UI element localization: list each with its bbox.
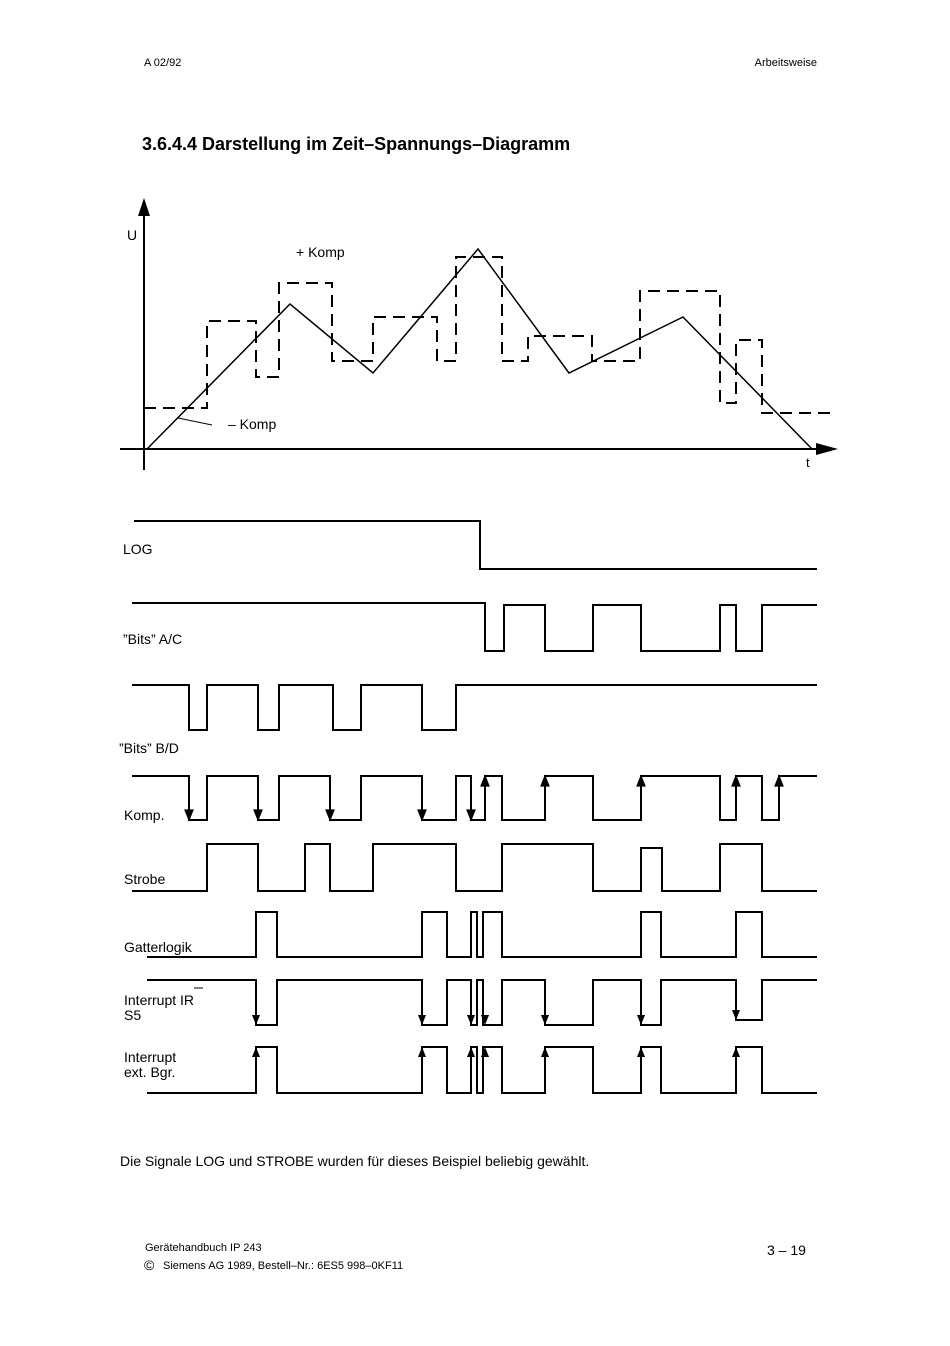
footnote-text: Die Signale LOG und STROBE wurden für di… (120, 1153, 590, 1169)
int-ext-arrow-up (252, 1047, 260, 1057)
int-ext-arrow-up (541, 1047, 549, 1057)
komp-arrow-up (774, 774, 784, 787)
komp-arrow-down (253, 809, 263, 822)
gatter-label: Gatterlogik (124, 939, 192, 955)
int-ir-waveform (147, 979, 817, 1026)
int-ir-arrow-down (481, 1015, 489, 1025)
int-ir-label: Interrupt IR (124, 992, 195, 1008)
header-right: Arbeitsweise (754, 57, 817, 69)
komp-arrow-down (417, 809, 427, 822)
comparator-staircase (144, 256, 832, 414)
komp-label: Komp. (124, 807, 165, 823)
int-ext-arrow-up (467, 1047, 475, 1057)
int-ir-arrow-down (467, 1015, 475, 1025)
page-number: 3 – 19 (767, 1242, 806, 1258)
komp-arrow-up (480, 774, 490, 787)
int-ext-label-bgr: ext. Bgr. (124, 1064, 176, 1080)
int-ir-label-s5: S5 (124, 1007, 142, 1023)
int-ext-arrow-up (637, 1047, 645, 1057)
copyright-symbol: © (144, 1257, 155, 1273)
int-ir-arrow-down (732, 1010, 740, 1020)
log-waveform (134, 520, 817, 570)
komp-arrow-down (466, 809, 476, 822)
strobe-label: Strobe (124, 871, 166, 887)
bits-bd-label: ”Bits” B/D (119, 740, 179, 756)
axis-t-label: t (806, 455, 810, 470)
int-ir-arrow-down (637, 1015, 645, 1025)
header-left: A 02/92 (144, 57, 182, 69)
bits-ac-label: ”Bits” A/C (123, 631, 183, 647)
komp-arrow-down (325, 809, 335, 822)
minus-komp-label: – Komp (228, 416, 277, 432)
komp-arrow-down (184, 809, 194, 822)
komp-arrow-up (540, 774, 550, 787)
komp-arrow-up (636, 774, 646, 787)
analog-signal (146, 247, 813, 450)
gatter-waveform (147, 911, 817, 958)
int-ext-waveform (147, 1046, 817, 1094)
x-axis-arrow (816, 443, 838, 455)
int-ext-arrow-up (732, 1047, 740, 1057)
int-ext-label: Interrupt (124, 1049, 177, 1065)
komp-waveform (132, 775, 817, 821)
bits-bd-waveform (132, 684, 817, 731)
int-ext-arrow-up (481, 1047, 489, 1057)
int-ir-arrow-down (252, 1015, 260, 1025)
axis-u-label: U (127, 227, 138, 243)
plus-komp-label: + Komp (296, 244, 345, 260)
int-ext-arrow-up (418, 1047, 426, 1057)
footer-manual-title: Gerätehandbuch IP 243 (145, 1242, 262, 1254)
strobe-waveform (132, 843, 817, 892)
section-title: 3.6.4.4 Darstellung im Zeit–Spannungs–Di… (142, 134, 571, 154)
bits-ac-waveform (132, 602, 817, 652)
int-ir-arrow-down (541, 1015, 549, 1025)
komp-arrow-up (731, 774, 741, 787)
footer-order-number: Siemens AG 1989, Bestell–Nr.: 6ES5 998–0… (163, 1260, 404, 1272)
y-axis-arrow (138, 198, 150, 216)
log-label: LOG (123, 541, 153, 557)
minus-komp-leader (177, 417, 213, 426)
int-ir-arrow-down (418, 1015, 426, 1025)
